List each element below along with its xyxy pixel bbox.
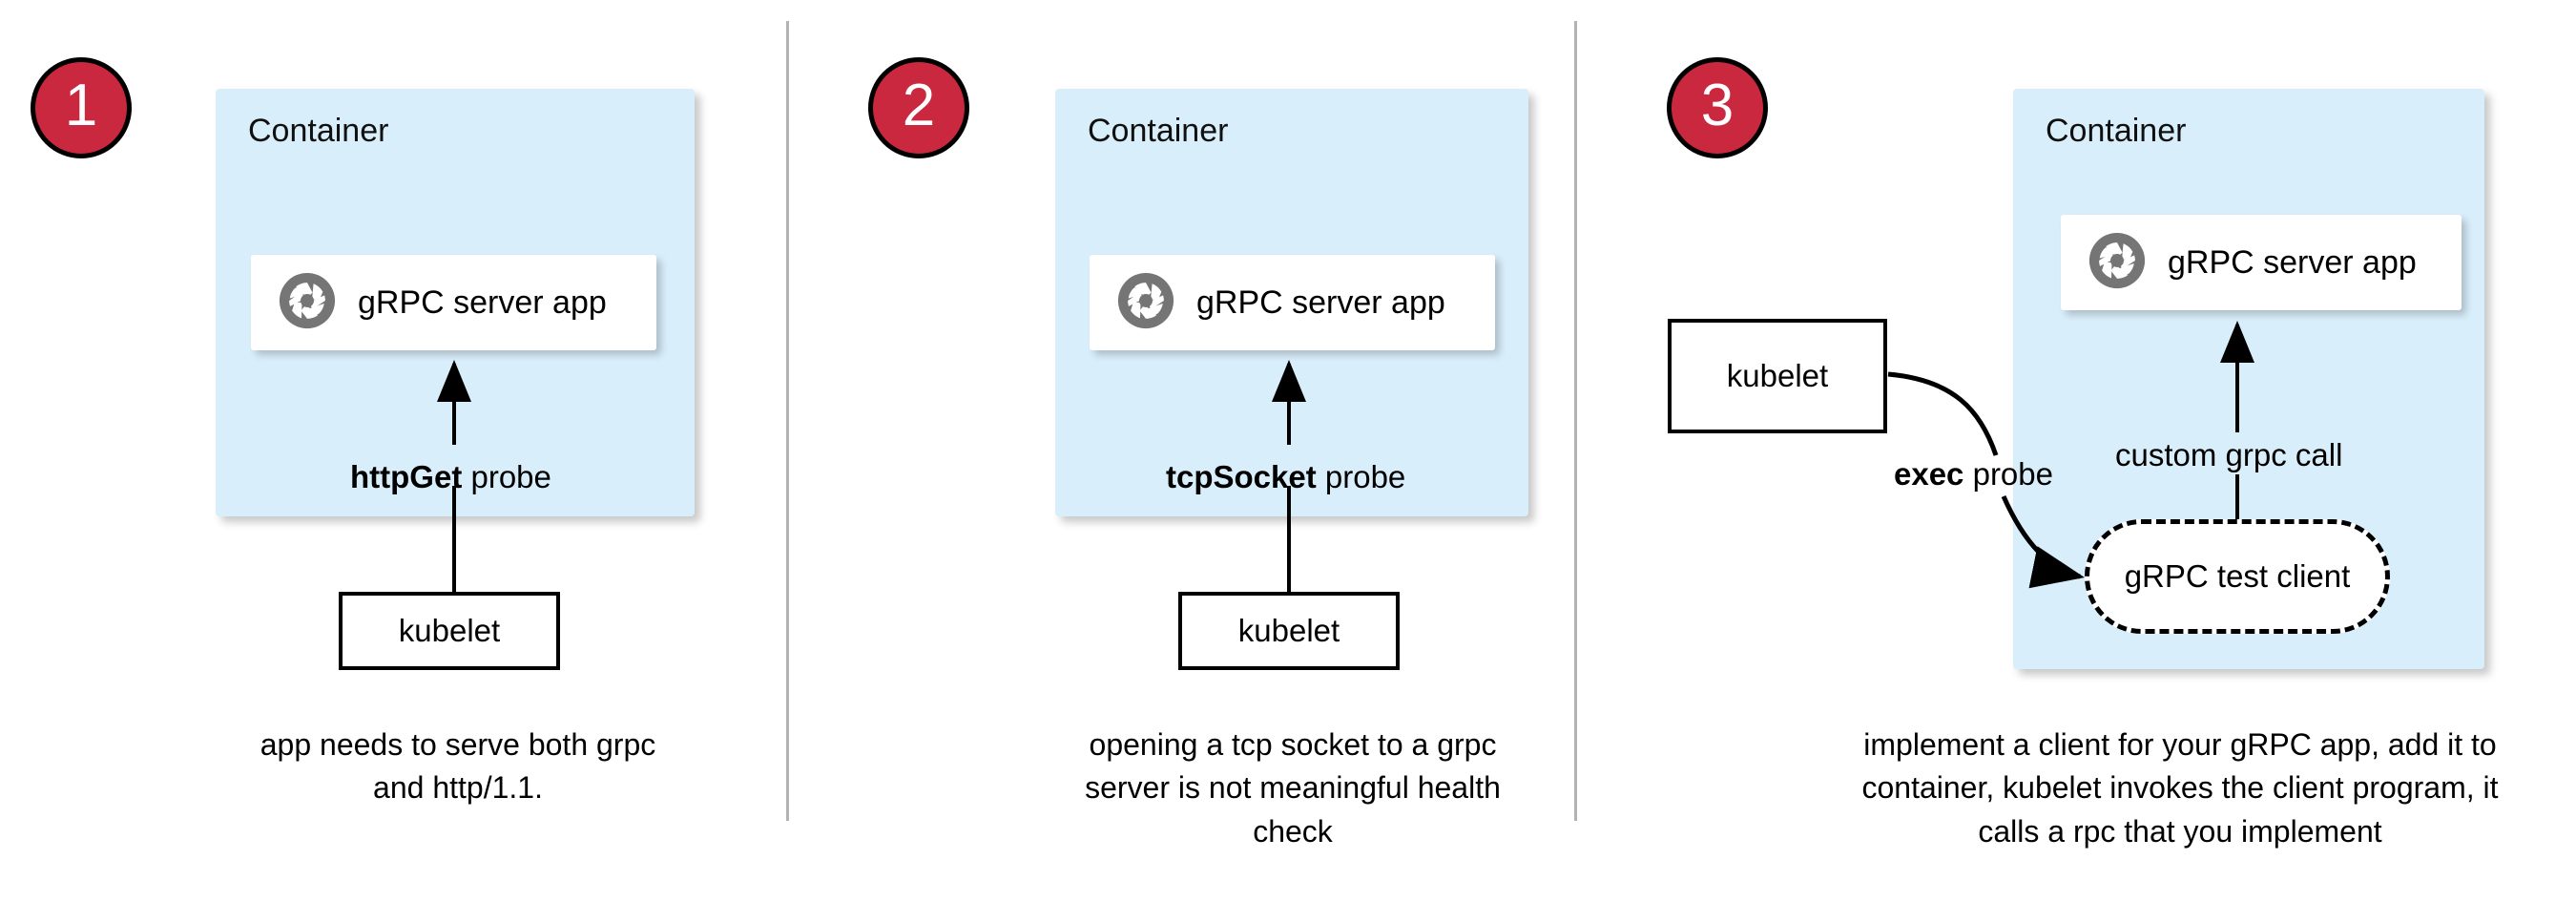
panel-caption-3: implement a client for your gRPC app, ad… bbox=[1861, 727, 2499, 849]
probe-kind: exec bbox=[1894, 456, 1964, 492]
kubelet-box-1: kubelet bbox=[339, 592, 560, 670]
exec-probe-label: exec probe bbox=[1894, 456, 2053, 493]
custom-grpc-call-label: custom grpc call bbox=[2115, 437, 2343, 472]
tcpsocket-probe-label: tcpSocket probe bbox=[1166, 459, 1405, 495]
container-label: Container bbox=[2046, 113, 2187, 149]
grpc-aperture-icon bbox=[2088, 231, 2147, 295]
probe-kind: tcpSocket bbox=[1166, 459, 1317, 494]
kubelet-box-2: kubelet bbox=[1178, 592, 1400, 670]
grpc-server-app-card-3: gRPC server app bbox=[2061, 215, 2462, 310]
step-badge-3: 3 bbox=[1667, 57, 1768, 158]
httpget-probe-label: httpGet probe bbox=[350, 459, 551, 495]
step-badge-2: 2 bbox=[868, 57, 969, 158]
panel-divider-1 bbox=[786, 21, 789, 821]
panel-caption-2: opening a tcp socket to a grpc server is… bbox=[1085, 727, 1501, 849]
kubelet-label: kubelet bbox=[398, 613, 501, 648]
kubelet-box-3: kubelet bbox=[1668, 319, 1887, 433]
grpc-test-client-box: gRPC test client bbox=[2085, 519, 2390, 634]
container-label: Container bbox=[1088, 113, 1229, 149]
container-label: Container bbox=[248, 113, 389, 149]
panel-caption-1: app needs to serve both grpc and http/1.… bbox=[260, 727, 656, 806]
probe-suffix: probe bbox=[462, 459, 551, 494]
kubelet-label: kubelet bbox=[1726, 358, 1829, 393]
step-badge-number: 3 bbox=[1700, 73, 1735, 138]
kubelet-label: kubelet bbox=[1237, 613, 1340, 648]
grpc-server-app-label: gRPC server app bbox=[1196, 283, 1445, 321]
probe-suffix: probe bbox=[1316, 459, 1406, 494]
panel-divider-2 bbox=[1574, 21, 1577, 821]
probe-suffix: probe bbox=[1963, 456, 2053, 492]
step-badge-1: 1 bbox=[31, 57, 132, 158]
grpc-server-app-label: gRPC server app bbox=[2168, 243, 2417, 281]
step-badge-number: 2 bbox=[902, 73, 936, 138]
step-badge-number: 1 bbox=[64, 73, 98, 138]
grpc-server-app-label: gRPC server app bbox=[358, 283, 607, 321]
grpc-aperture-icon bbox=[278, 271, 337, 335]
grpc-test-client-label: gRPC test client bbox=[2124, 558, 2351, 594]
grpc-aperture-icon bbox=[1116, 271, 1175, 335]
probe-kind: httpGet bbox=[350, 459, 463, 494]
exec-probe-curve-upper bbox=[1887, 371, 1999, 456]
grpc-server-app-card-2: gRPC server app bbox=[1090, 255, 1495, 350]
grpc-server-app-card-1: gRPC server app bbox=[251, 255, 656, 350]
